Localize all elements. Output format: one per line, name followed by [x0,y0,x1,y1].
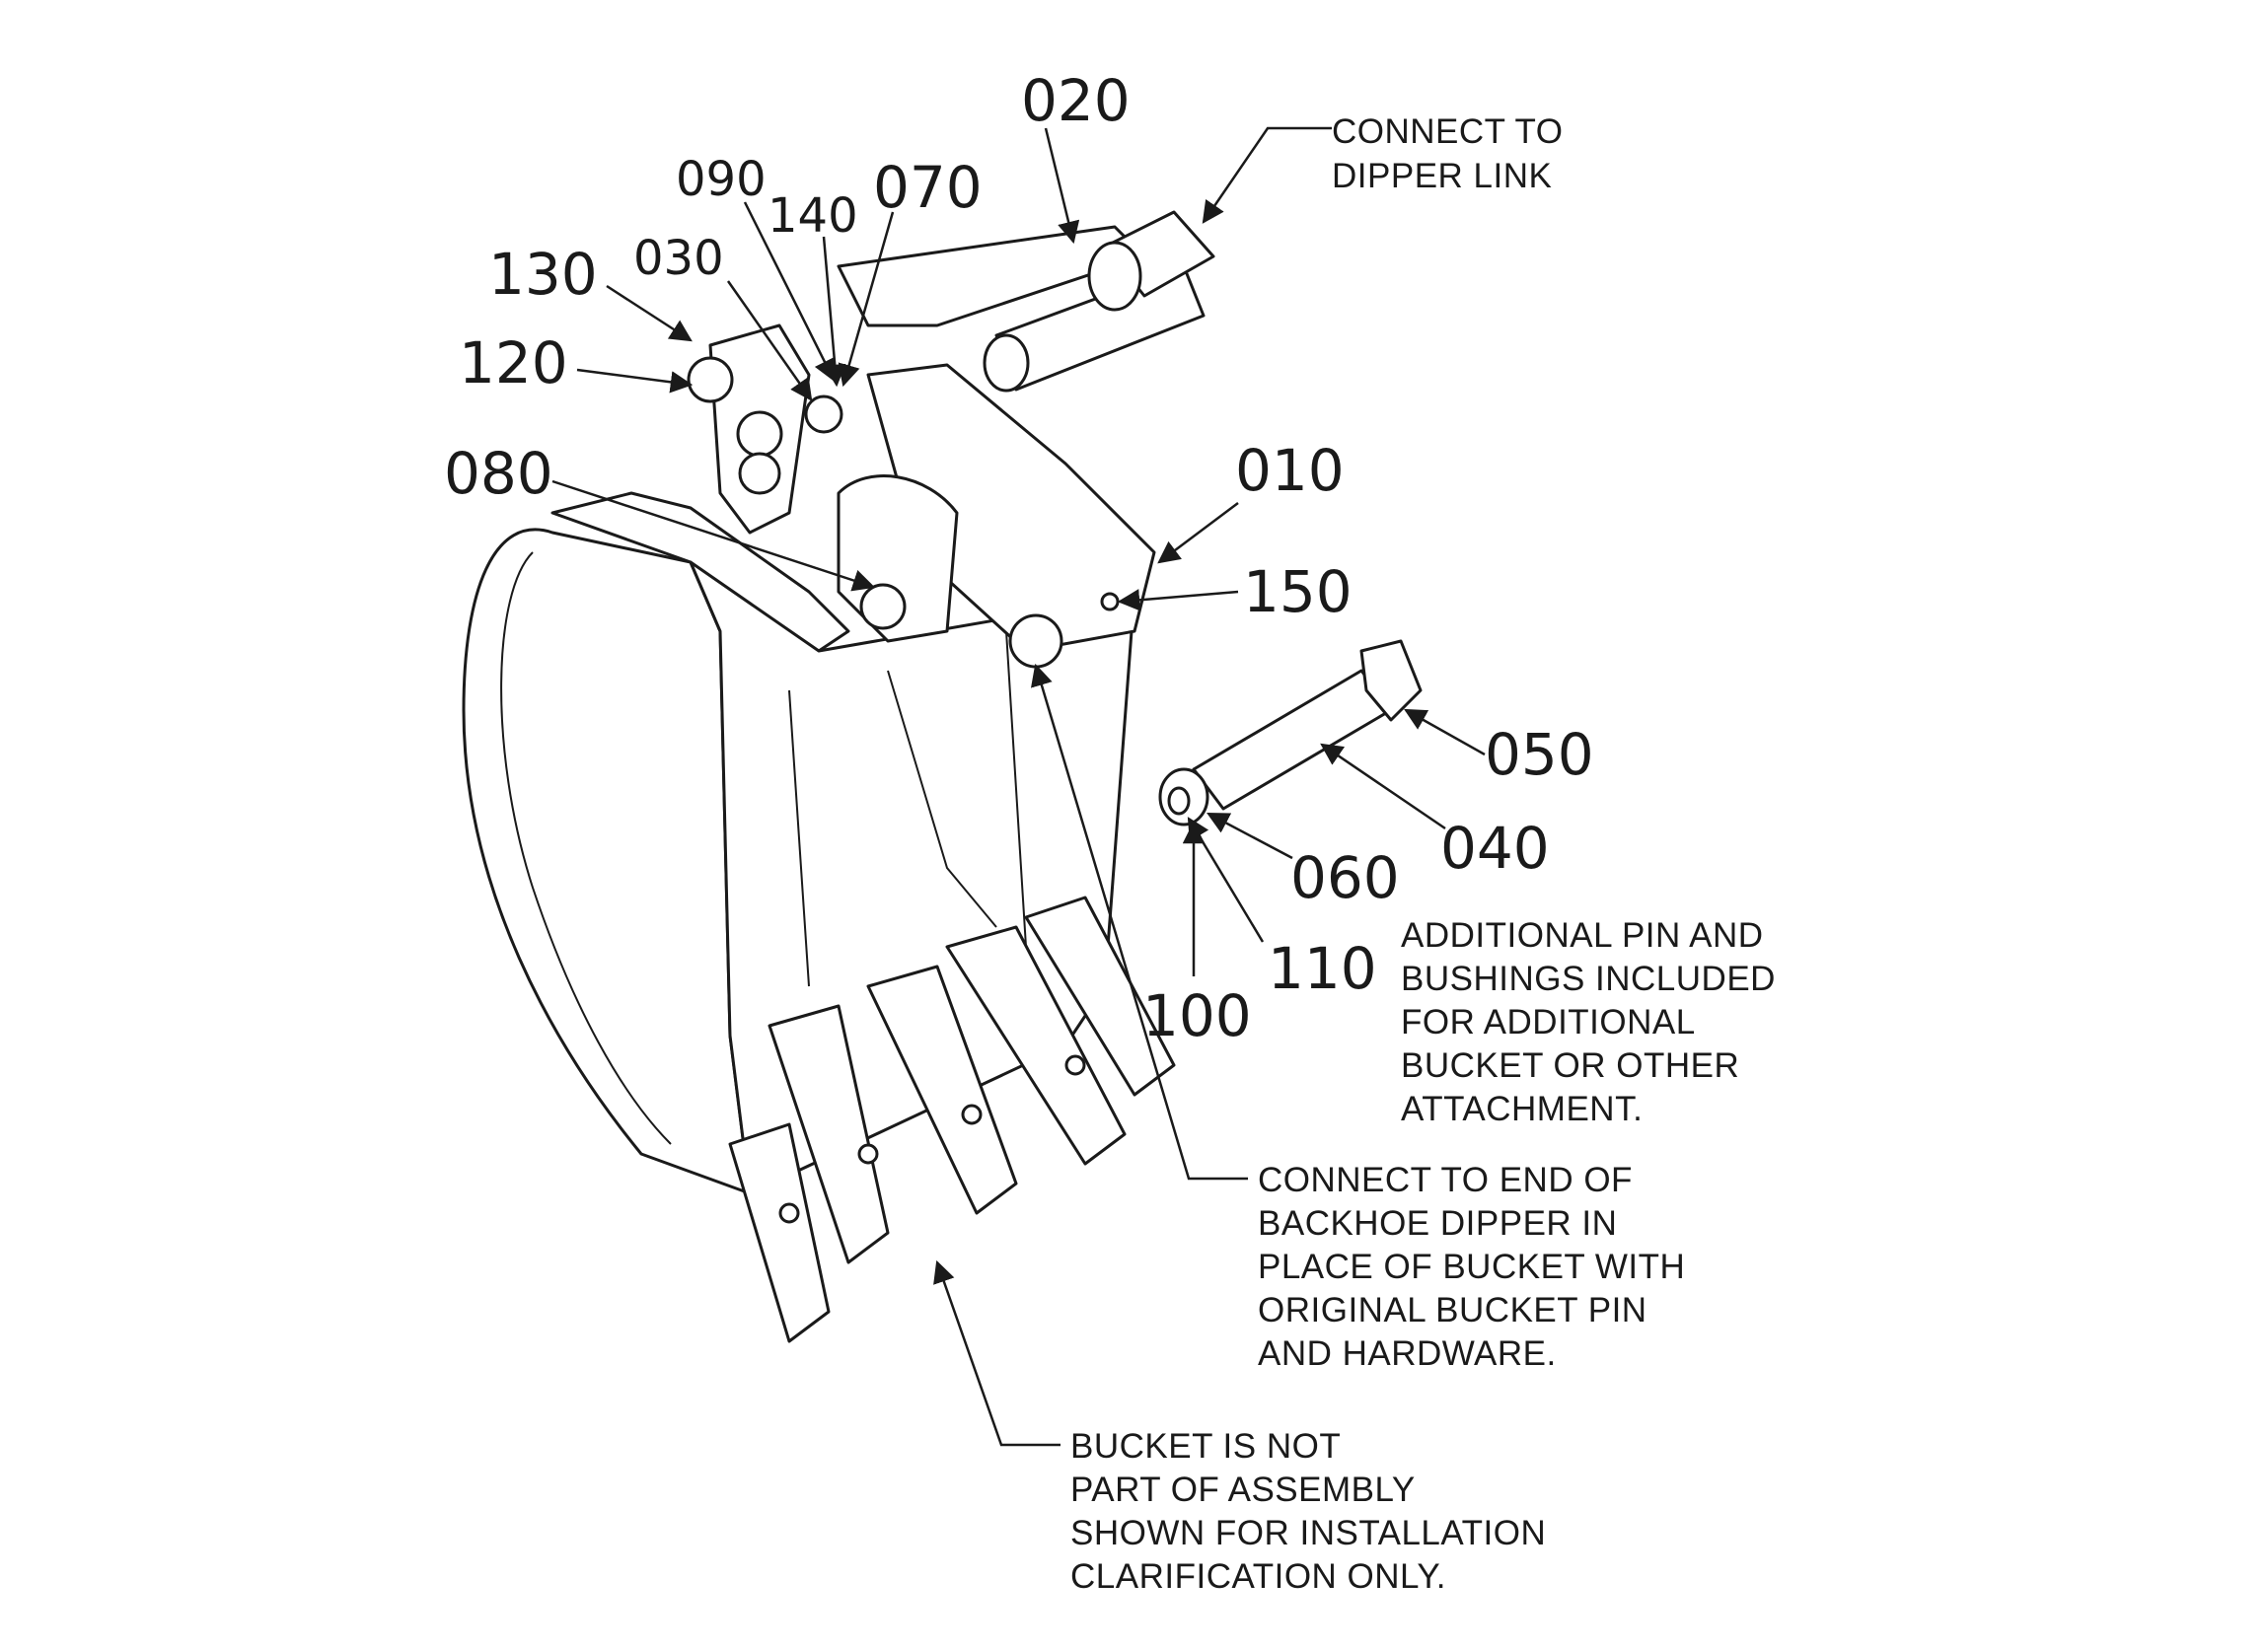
tooth-2 [768,1004,890,1264]
pin-120-head [687,356,734,403]
note-dipper-link: CONNECT TO DIPPER LINK [1332,112,1563,195]
leader-060 [1207,812,1293,860]
leader-070 [838,211,895,388]
tooth-pin-3 [961,1104,983,1125]
tooth-3 [866,965,1018,1215]
note-additional-line-3: FOR ADDITIONAL [1401,1003,1696,1041]
note-dipper-link-line-2: DIPPER LINK [1332,157,1552,195]
bucket-side-inner [500,551,672,1145]
leader-080 [551,479,876,592]
plate-hole-1 [736,410,783,458]
label-010: 010 [1235,437,1345,504]
bucket-pin-boss [1008,613,1063,669]
note-backhoe-line-3: PLACE OF BUCKET WITH [1258,1248,1685,1286]
tooth-pin-4 [1064,1054,1086,1076]
leader-120 [576,368,694,394]
leader-090 [743,201,836,383]
label-090: 090 [676,152,767,207]
note-dipper-link-line-1: CONNECT TO [1332,112,1563,151]
tooth-pin-1 [778,1202,800,1224]
label-060: 060 [1290,844,1400,911]
note-bucket-line-4: CLARIFICATION ONLY. [1070,1557,1446,1596]
part-number-labels: 020 090 140 070 030 130 120 080 010 150 … [444,67,1594,1049]
label-110: 110 [1268,935,1377,1002]
label-040: 040 [1440,815,1550,882]
leader-backhoe [1031,663,1248,1181]
label-050: 050 [1485,721,1594,788]
note-bucket-line-2: PART OF ASSEMBLY [1070,1471,1416,1509]
leader-150 [1117,589,1239,611]
label-070: 070 [873,154,983,221]
note-backhoe-line-2: BACKHOE DIPPER IN [1258,1204,1617,1243]
tooth-5 [1024,896,1176,1097]
leader-050 [1404,708,1486,756]
leader-130 [606,284,693,342]
tooth-4 [945,925,1127,1166]
bucket-drawing [462,210,1423,1343]
note-backhoe-line-5: AND HARDWARE. [1258,1334,1557,1373]
label-100: 100 [1142,982,1252,1049]
leader-140 [822,236,846,388]
leader-dipper-link [1202,126,1332,224]
note-bucket-line-1: BUCKET IS NOT [1070,1427,1341,1466]
leader-bucket [933,1259,1061,1447]
label-120: 120 [459,329,568,396]
leader-lines [551,126,1486,1447]
bucket-side-shell [462,528,752,1195]
label-080: 080 [444,440,553,507]
dipper-link-pin-end [1087,241,1142,312]
note-additional-line-4: BUCKET OR OTHER [1401,1046,1739,1085]
note-additional-line-1: ADDITIONAL PIN AND [1401,916,1764,955]
extra-pin-head-050 [1359,639,1423,722]
label-020: 020 [1021,67,1131,134]
extra-bushing-110 [1167,786,1191,816]
note-bucket-not-part: BUCKET IS NOT PART OF ASSEMBLY SHOWN FOR… [1070,1427,1546,1596]
label-130: 130 [488,241,598,308]
leader-040 [1320,743,1446,830]
note-backhoe-line-1: CONNECT TO END OF [1258,1161,1633,1199]
note-additional-pin: ADDITIONAL PIN AND BUSHINGS INCLUDED FOR… [1401,916,1776,1128]
tooth-1 [728,1122,831,1343]
label-140: 140 [768,188,858,244]
note-additional-line-2: BUSHINGS INCLUDED [1401,960,1776,998]
pin-070-head [804,395,843,434]
label-150: 150 [1243,558,1353,625]
leader-010 [1157,502,1239,564]
tooth-pin-2 [857,1143,879,1165]
bucket-teeth [728,896,1176,1343]
cross-tube-end [983,333,1030,393]
grease-fitting-150 [1100,592,1120,611]
extra-pin-040 [1192,669,1393,811]
note-backhoe-line-4: ORIGINAL BUCKET PIN [1258,1291,1647,1329]
leader-030 [726,280,813,401]
leader-020 [1044,127,1080,245]
label-030: 030 [633,231,724,286]
bucket-back-seam [788,630,1027,987]
note-additional-line-5: ATTACHMENT. [1401,1090,1643,1128]
plate-hole-2 [738,452,781,495]
note-bucket-line-3: SHOWN FOR INSTALLATION [1070,1514,1546,1552]
pin-080-boss [859,583,907,630]
note-backhoe-dipper: CONNECT TO END OF BACKHOE DIPPER IN PLAC… [1258,1161,1685,1373]
